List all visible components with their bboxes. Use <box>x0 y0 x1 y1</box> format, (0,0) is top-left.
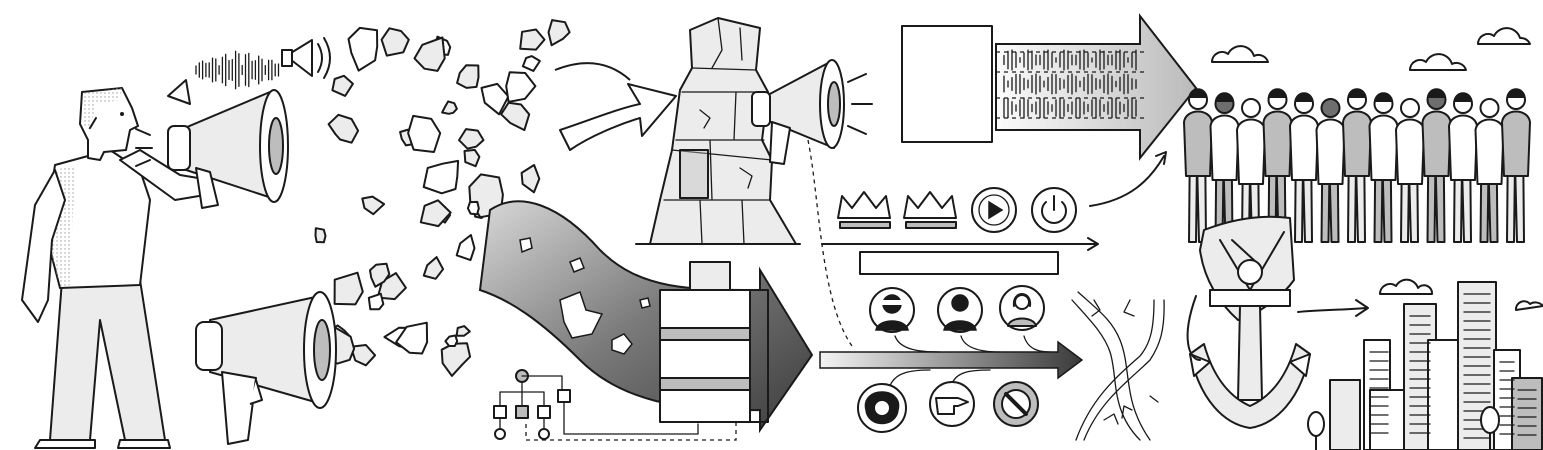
crowd-person <box>1262 88 1293 243</box>
cracked-crossing <box>1071 291 1165 441</box>
crowd-person <box>1209 92 1240 243</box>
paper-fragment <box>380 27 410 57</box>
paper-fragment <box>419 199 452 228</box>
crowd-person <box>1342 88 1372 243</box>
paper-fragments <box>314 19 571 377</box>
paper-fragment <box>441 100 458 115</box>
timeline-arrow <box>821 237 1099 251</box>
tower-megaphone <box>751 59 873 165</box>
paper-fragment <box>547 19 571 47</box>
trees <box>1307 406 1500 450</box>
wave-arrow <box>995 13 1198 161</box>
paper-fragment <box>361 195 386 216</box>
crowd-person <box>1501 88 1531 243</box>
crowd-person <box>1289 92 1319 243</box>
paper-fragment <box>455 325 471 337</box>
paper-fragment <box>519 28 546 51</box>
power-icon <box>1031 187 1077 233</box>
person-avatar-woman <box>999 285 1045 331</box>
paper-fragment <box>521 55 541 72</box>
paper-fragment <box>395 321 429 355</box>
blank-panel <box>901 25 993 143</box>
speaking-man <box>21 87 211 449</box>
crowd-person <box>1474 98 1505 243</box>
clouds <box>1211 27 1543 311</box>
person-avatar-curly <box>857 383 907 433</box>
paper-fragment <box>331 74 354 97</box>
paper-fragment <box>333 271 364 306</box>
paper-fragment <box>413 36 446 72</box>
paper-fragment <box>376 272 407 301</box>
paper-fragment <box>455 234 476 262</box>
paper-fragment <box>463 148 481 168</box>
crowd-link-arrow <box>1089 151 1167 207</box>
paper-fragment <box>367 292 385 311</box>
paper-fragment <box>327 113 360 144</box>
person-avatar <box>937 287 983 333</box>
crowd-person <box>1315 98 1346 243</box>
person-avatar-masked <box>869 287 915 333</box>
crowd-person <box>1421 88 1452 243</box>
fragment-arrow <box>554 62 677 151</box>
pointing-hand-icon <box>929 381 975 427</box>
city-skyline <box>1329 281 1543 450</box>
paper-fragment <box>520 164 541 194</box>
paper-fragment <box>347 26 379 72</box>
dashed-link <box>807 139 853 347</box>
paper-fragment <box>480 82 510 116</box>
cracked-stone-tower <box>635 17 801 245</box>
raised-megaphone <box>135 89 289 209</box>
paper-fragment <box>444 334 459 347</box>
paper-fragment <box>422 159 460 195</box>
paper-fragment <box>466 200 480 216</box>
stacked-blocks <box>659 261 769 423</box>
crowd-person <box>1448 92 1478 243</box>
ground-megaphone <box>195 291 337 445</box>
paper-fragment <box>458 128 485 150</box>
paper-fragment <box>407 114 442 153</box>
anchor-icon <box>1186 259 1369 429</box>
no-entry-icon <box>993 381 1039 427</box>
paper-fragment <box>422 256 445 280</box>
paper-fragment <box>505 71 537 103</box>
paper-fragment <box>314 227 327 244</box>
crowd-person <box>1368 92 1399 243</box>
crowd <box>1183 88 1531 243</box>
flowchart <box>493 369 737 441</box>
crown-icon <box>837 191 891 229</box>
paper-fragment <box>369 262 391 288</box>
play-icon <box>971 187 1017 233</box>
small-megaphone <box>167 37 331 105</box>
crown-icon <box>903 191 957 229</box>
empty-text-bar <box>859 251 1059 275</box>
gradient-arrow <box>819 335 1084 387</box>
paper-fragment <box>440 342 472 377</box>
crowd-person <box>1183 88 1213 243</box>
crowd-person <box>1395 98 1425 243</box>
paper-fragment <box>456 64 480 89</box>
paper-fragment <box>500 101 531 132</box>
